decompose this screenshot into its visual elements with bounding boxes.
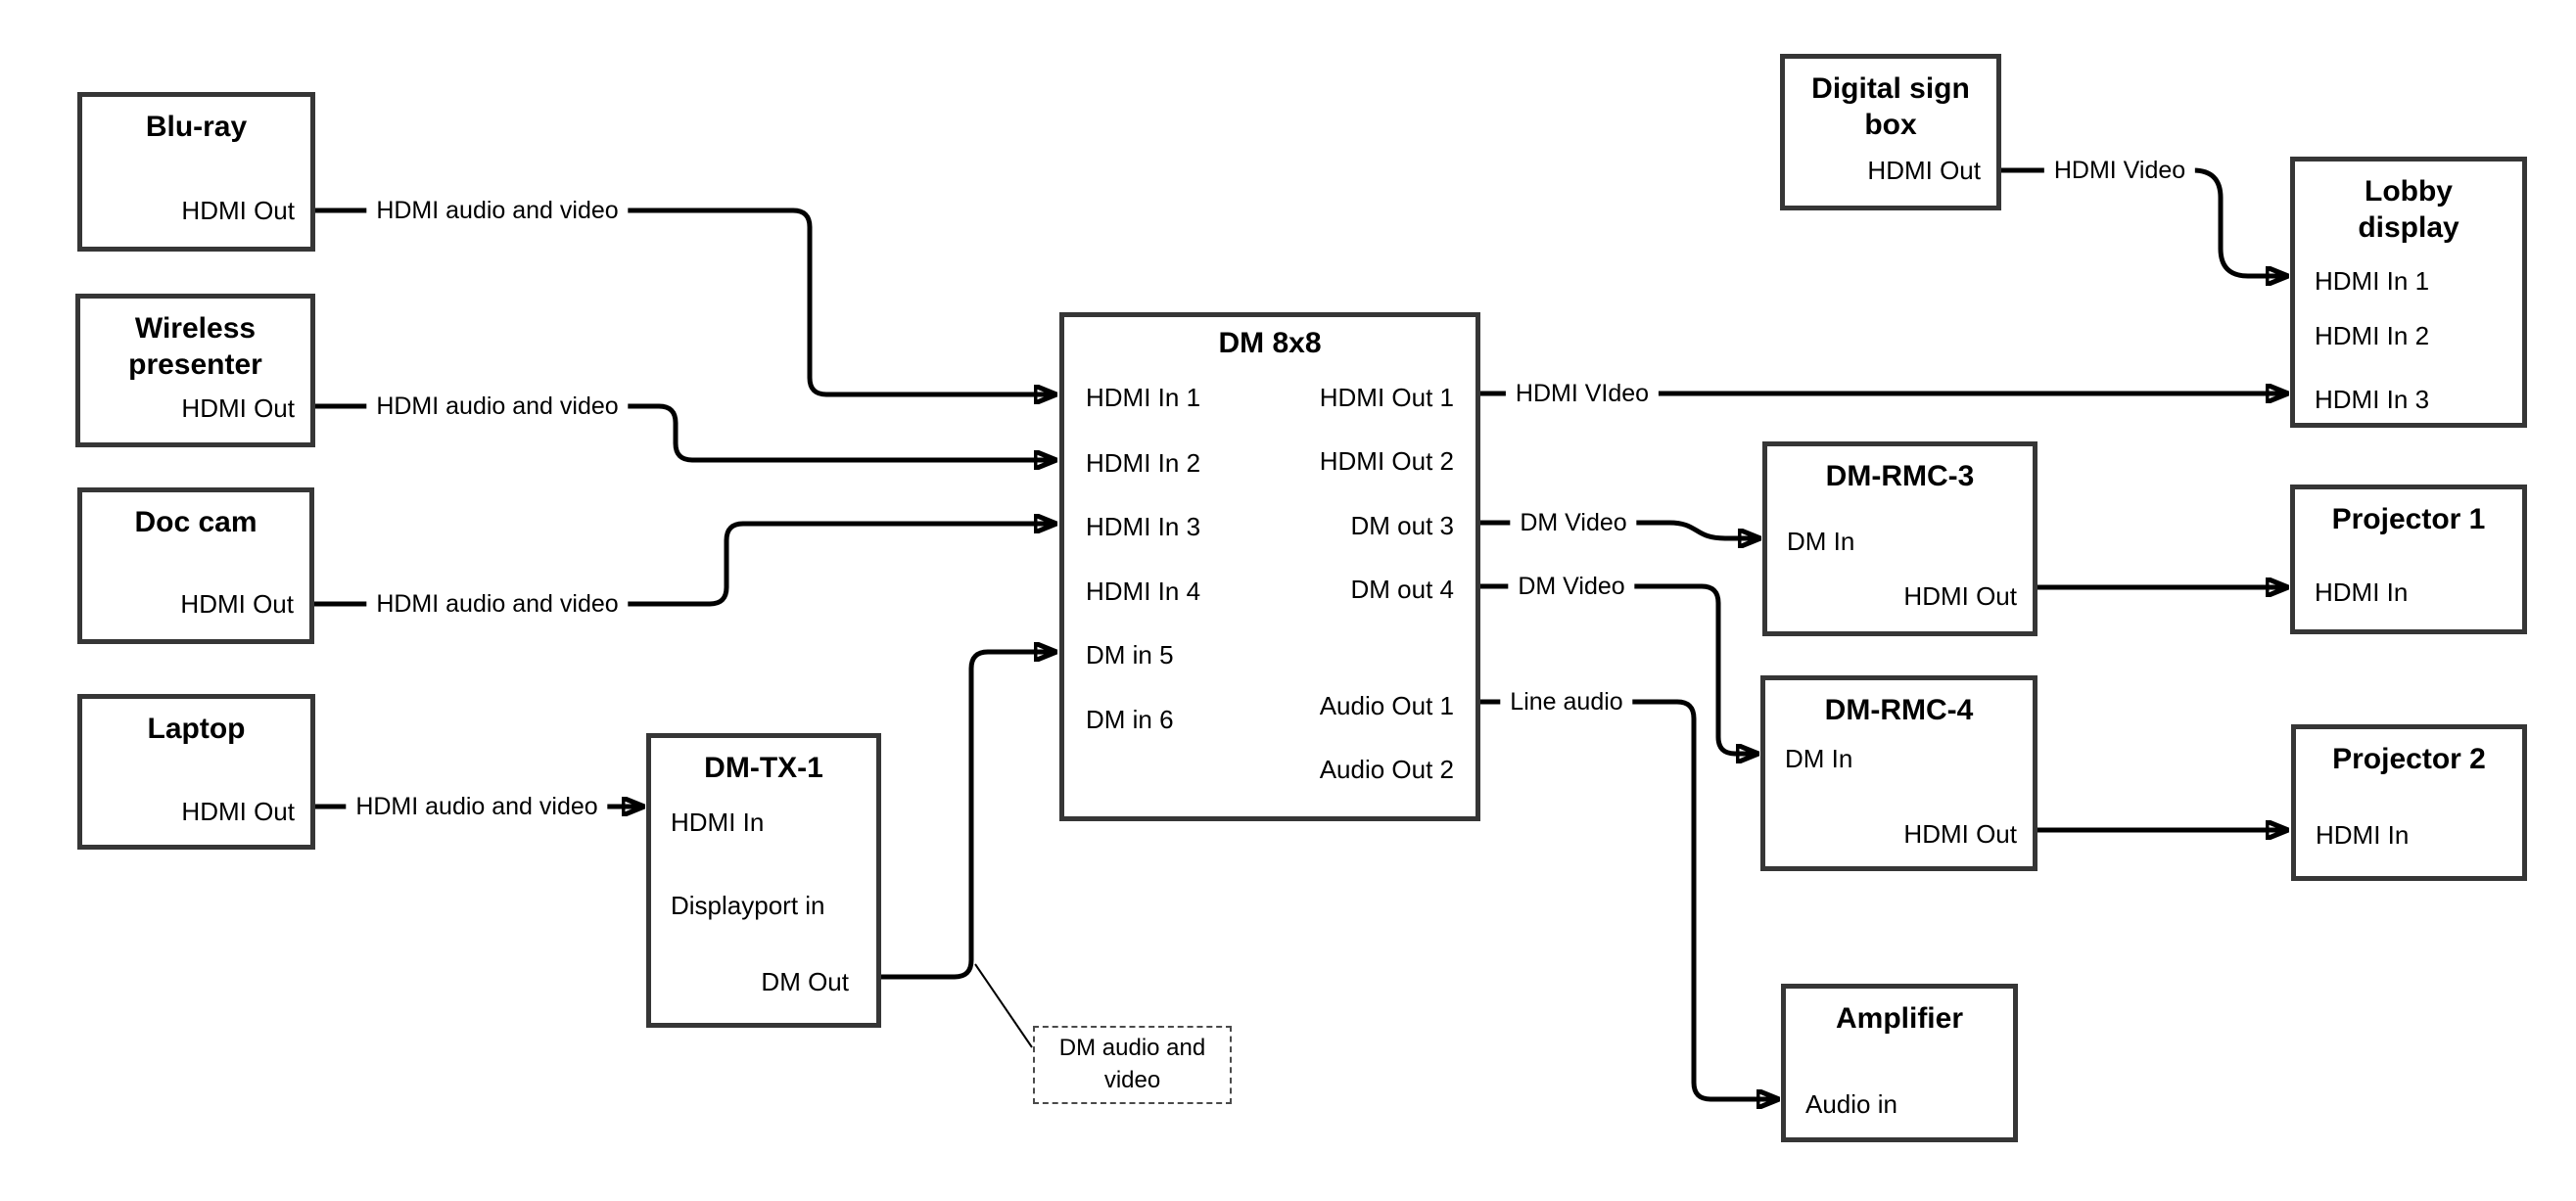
port-dm-in-6: DM in 6: [1086, 705, 1174, 734]
port-displayport-in: Displayport in: [671, 891, 825, 920]
node-digital-sign-box: Digital sign box HDMI Out: [1780, 54, 2001, 210]
port-dm-out: DM Out: [761, 967, 849, 996]
port-dm-out-4: DM out 4: [1350, 575, 1455, 604]
port-hdmi-in-1: HDMI In 1: [1086, 383, 1201, 412]
port-hdmi-in: HDMI In: [671, 808, 765, 837]
node-title: DM-TX-1: [704, 752, 823, 784]
node-title: DM 8x8: [1218, 327, 1322, 359]
port-dm-in: DM In: [1785, 744, 1853, 773]
note-dm-audio-and-video: DM audio and video: [1033, 1026, 1232, 1104]
wire-bluray-to-dm8x8-in1: [315, 208, 1055, 394]
port-hdmi-out: HDMI Out: [181, 393, 295, 423]
port-hdmi-in-1: HDMI In 1: [2315, 266, 2430, 296]
wire-label-wireless: HDMI audio and video: [366, 392, 629, 421]
wire-label-dm-video-out3: DM Video: [1510, 508, 1637, 537]
node-projector-1: Projector 1 HDMI In: [2290, 485, 2527, 634]
node-title: Doc cam: [134, 506, 258, 538]
node-title: Amplifier: [1835, 1002, 1964, 1035]
node-dm-rmc-3: DM-RMC-3 DM In HDMI Out: [1762, 441, 2037, 636]
wire-note-callout: [974, 963, 1033, 1048]
wire-dm8x8-out4-to-dmrmc4: [1480, 583, 1757, 754]
port-hdmi-in-3: HDMI In 3: [2315, 385, 2430, 414]
node-wireless-presenter: Wireless presenter HDMI Out: [75, 294, 315, 447]
port-hdmi-in-4: HDMI In 4: [1086, 577, 1201, 606]
node-title: Projector 1: [2331, 503, 2486, 535]
port-dm-in: DM In: [1787, 527, 1855, 556]
wire-label-hdmi-video-out1: HDMI VIdeo: [1505, 379, 1660, 408]
wire-label-bluray: HDMI audio and video: [366, 196, 629, 225]
port-hdmi-in: HDMI In: [2316, 820, 2410, 850]
node-title: Lobby display: [2358, 175, 2459, 244]
node-title: DM-RMC-4: [1824, 694, 1974, 726]
wire-digitalsign-to-lobby-in1: [2000, 167, 2287, 276]
port-dm-out-3: DM out 3: [1350, 511, 1455, 540]
port-hdmi-out: HDMI Out: [181, 797, 295, 826]
wire-label-laptop: HDMI audio and video: [346, 792, 608, 821]
node-dm-8x8: DM 8x8 HDMI In 1 HDMI In 2 HDMI In 3 HDM…: [1059, 312, 1480, 821]
node-doc-cam: Doc cam HDMI Out: [77, 487, 314, 644]
port-hdmi-in-3: HDMI In 3: [1086, 512, 1201, 541]
node-title: Projector 2: [2332, 743, 2486, 775]
port-audio-out-1: Audio Out 1: [1319, 691, 1454, 720]
wire-label-digitalsign: HDMI Video: [2043, 156, 2196, 185]
port-audio-out-2: Audio Out 2: [1319, 755, 1454, 784]
node-title: Wireless presenter: [128, 312, 262, 381]
node-title: Blu-ray: [145, 111, 248, 143]
wire-wireless-to-dm8x8-in2: [315, 403, 1055, 460]
port-hdmi-out: HDMI Out: [180, 589, 294, 619]
port-hdmi-out: HDMI Out: [1903, 581, 2017, 611]
node-projector-2: Projector 2 HDMI In: [2291, 724, 2527, 881]
port-hdmi-in-2: HDMI In 2: [1086, 448, 1201, 478]
port-hdmi-out-2: HDMI Out 2: [1319, 446, 1454, 476]
port-hdmi-in-2: HDMI In 2: [2315, 321, 2430, 350]
node-laptop: Laptop HDMI Out: [77, 694, 315, 850]
wire-label-line-audio: Line audio: [1500, 687, 1633, 716]
port-audio-in: Audio in: [1805, 1089, 1897, 1119]
wire-label-doccam: HDMI audio and video: [366, 589, 629, 619]
wire-dm8x8-out3-to-dmrmc3: [1480, 520, 1759, 538]
port-hdmi-out: HDMI Out: [181, 196, 295, 225]
node-blu-ray: Blu-ray HDMI Out: [77, 92, 315, 252]
wire-doccam-to-dm8x8-in3: [314, 524, 1055, 607]
node-lobby-display: Lobby display HDMI In 1 HDMI In 2 HDMI I…: [2290, 157, 2527, 428]
node-title: Digital sign box: [1811, 72, 1970, 141]
port-dm-in-5: DM in 5: [1086, 640, 1174, 670]
note-text: DM audio and video: [1058, 1035, 1206, 1093]
node-title: DM-RMC-3: [1825, 460, 1975, 492]
wire-dm8x8-audio1-to-amplifier: [1480, 699, 1778, 1099]
wire-dmtx1-dmout-to-dm8x8-in5: [881, 652, 1055, 980]
port-hdmi-out: HDMI Out: [1903, 819, 2017, 849]
node-dm-rmc-4: DM-RMC-4 DM In HDMI Out: [1760, 675, 2037, 871]
port-hdmi-out: HDMI Out: [1867, 156, 1981, 185]
port-hdmi-out-1: HDMI Out 1: [1319, 383, 1454, 412]
wire-label-dm-video-out4: DM Video: [1508, 572, 1635, 601]
node-amplifier: Amplifier Audio in: [1781, 984, 2018, 1142]
node-title: Laptop: [147, 713, 246, 745]
node-dm-tx-1: DM-TX-1 HDMI In Displayport in DM Out: [646, 733, 881, 1028]
port-hdmi-in: HDMI In: [2315, 577, 2409, 607]
